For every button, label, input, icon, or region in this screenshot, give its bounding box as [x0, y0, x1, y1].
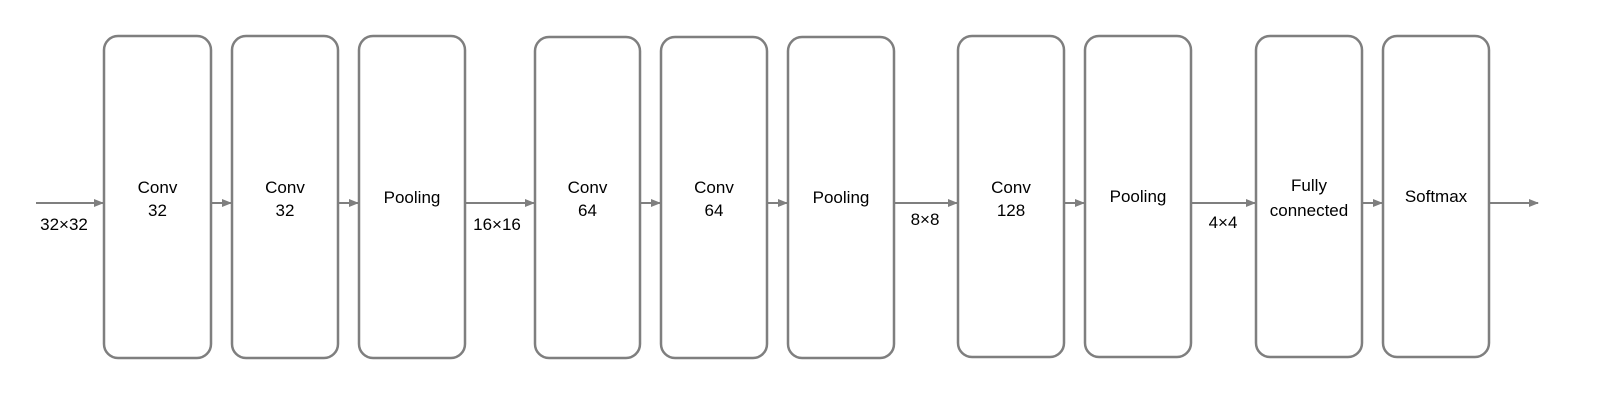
dimension-label-8x8: 8×8 — [911, 210, 940, 229]
dimension-label-16x16: 16×16 — [473, 215, 521, 234]
block-label-line: Pooling — [813, 188, 870, 207]
block-fully-connected: Fully connected — [1254, 34, 1364, 359]
block-conv-32-a: Conv 32 — [102, 34, 213, 360]
block-label-line: 64 — [578, 201, 597, 220]
block-label-line: Softmax — [1405, 187, 1468, 206]
dimension-label-32x32: 32×32 — [40, 215, 88, 234]
block-label-line: Conv — [694, 178, 734, 197]
block-softmax: Softmax — [1381, 34, 1491, 359]
block-label-line: connected — [1270, 201, 1348, 220]
block-conv-64-a: Conv 64 — [533, 35, 642, 360]
block-label-line: Pooling — [384, 188, 441, 207]
block-conv-128: Conv 128 — [956, 34, 1066, 359]
block-pooling-3: Pooling — [1083, 34, 1193, 359]
block-pooling-2: Pooling — [786, 35, 896, 360]
block-conv-64-b: Conv 64 — [659, 35, 769, 360]
block-conv-32-b: Conv 32 — [230, 34, 340, 360]
block-label-line: Conv — [265, 178, 305, 197]
block-label-line: Conv — [991, 178, 1031, 197]
block-label-line: Fully — [1291, 176, 1327, 195]
block-label-line: 128 — [997, 201, 1025, 220]
block-label-line: Conv — [138, 178, 178, 197]
block-label-line: 32 — [276, 201, 295, 220]
block-label-line: 32 — [148, 201, 167, 220]
block-label-line: Conv — [568, 178, 608, 197]
block-label-line: Pooling — [1110, 187, 1167, 206]
dimension-label-4x4: 4×4 — [1209, 213, 1238, 232]
block-label-line: 64 — [705, 201, 724, 220]
block-pooling-1: Pooling — [357, 34, 467, 360]
